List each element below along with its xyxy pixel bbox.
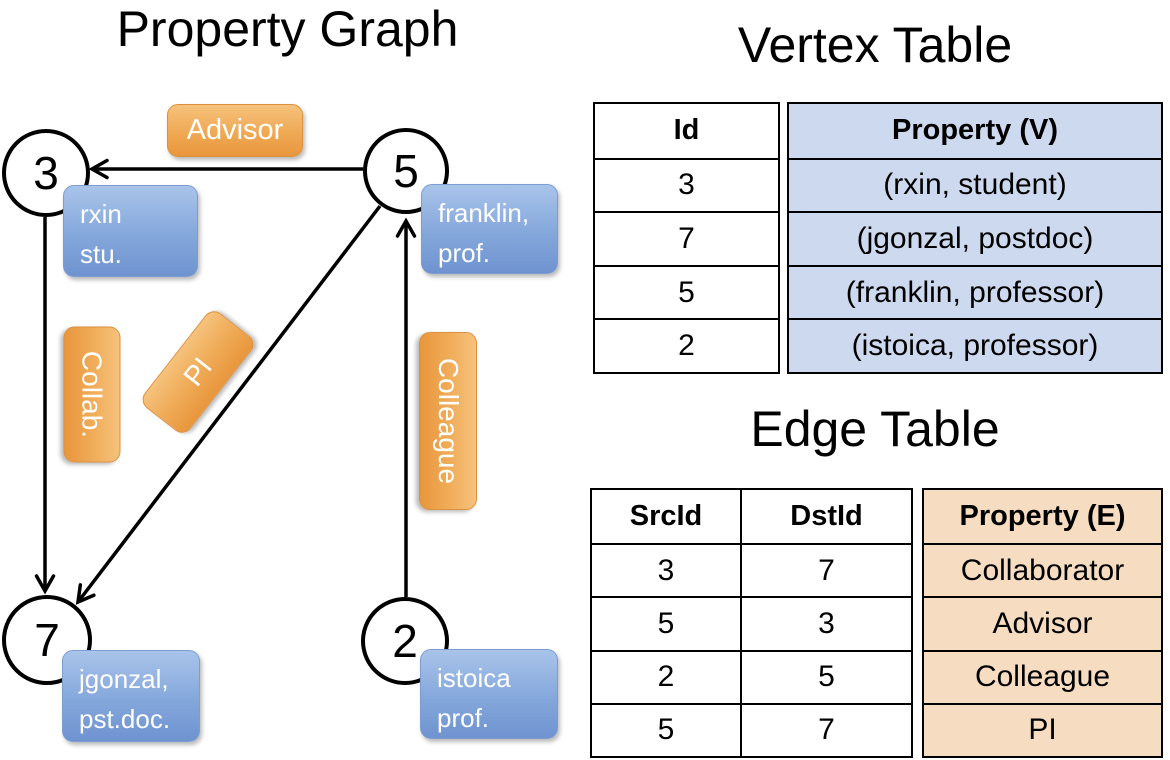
vertex-table-cell: (franklin, professor)	[789, 264, 1161, 319]
edge-table-cell: 5	[592, 702, 740, 756]
edge-label-advisor: Advisor	[167, 104, 303, 157]
edge-table-title: Edge Table	[750, 401, 1000, 457]
vertex-table-header-id: Id	[673, 114, 700, 147]
vertex-table-cell: 3	[595, 157, 778, 212]
graph-edges-svg	[34, 158, 417, 605]
edge-table-cell: 7	[742, 702, 911, 756]
edge-table-srcid-column: SrcId 3 5 2 5	[590, 488, 740, 758]
node-5-id: 5	[393, 145, 419, 197]
edge-label-colleague: Colleague	[419, 332, 477, 510]
vertex-label-jgonzal: jgonzal, pst.doc.	[62, 650, 200, 742]
vertex-label-jgonzal-line1: jgonzal,	[79, 664, 169, 694]
node-7-id: 7	[34, 614, 60, 666]
node-2-id: 2	[392, 615, 418, 667]
vertex-label-franklin-line2: prof.	[438, 238, 491, 269]
vertex-table-cell: 7	[595, 211, 778, 265]
vertex-table-cell: (jgonzal, postdoc)	[789, 211, 1161, 265]
edge-table-header-srcid: SrcId	[629, 500, 703, 533]
edge-table-cell: 2	[592, 649, 740, 703]
vertex-table-cell: 2	[595, 318, 778, 372]
node-3-id: 3	[33, 147, 59, 199]
vertex-table-cell: 5	[595, 264, 778, 319]
edge-table-cell: PI	[924, 702, 1161, 756]
vertex-table-id-column: Id 3 7 5 2	[593, 102, 780, 374]
edge-pi-line-5-to-7	[75, 204, 382, 605]
edge-table-cell: Advisor	[924, 596, 1161, 650]
edge-table-cell: Collaborator	[924, 543, 1161, 597]
edge-table-dstid-column: DstId 7 3 5 7	[740, 488, 913, 758]
edge-label-colleague-text: Colleague	[433, 357, 464, 485]
edge-table-cell: 5	[742, 649, 911, 703]
edge-table-property-column: Property (E) Collaborator Advisor Collea…	[922, 488, 1163, 758]
edge-label-collab: Collab.	[63, 326, 121, 463]
edge-label-pi-text: PI	[177, 351, 218, 392]
edge-table-header-dstid: DstId	[790, 500, 863, 533]
vertex-table-property-column: Property (V) (rxin, student) (jgonzal, p…	[787, 102, 1163, 374]
edge-table-cell: Colleague	[924, 649, 1161, 703]
vertex-label-rxin: rxin stu.	[63, 185, 198, 277]
vertex-label-franklin-line1: franklin,	[438, 198, 530, 228]
edge-table-cell: 5	[592, 596, 740, 649]
vertex-label-franklin: franklin, prof.	[421, 184, 558, 274]
vertex-table-cell: (istoica, professor)	[789, 318, 1161, 372]
edge-table-cell: 7	[742, 543, 911, 596]
edge-label-advisor-text: Advisor	[186, 114, 284, 146]
vertex-label-istoica-line2: prof.	[437, 703, 490, 734]
vertex-table-header-property: Property (V)	[789, 104, 1161, 158]
graph-node-5: 5	[363, 128, 449, 214]
edge-label-collab-text: Collab.	[77, 350, 108, 439]
edge-table-cell: 3	[742, 596, 911, 649]
vertex-label-jgonzal-line2: pst.doc.	[79, 704, 171, 735]
edge-table-cell: 3	[592, 543, 740, 596]
vertex-table-title: Vertex Table	[737, 17, 1013, 73]
vertex-label-istoica: istoica prof.	[420, 649, 558, 739]
property-graph-title: Property Graph	[116, 1, 459, 57]
vertex-label-rxin-line1: rxin	[80, 199, 122, 229]
vertex-label-istoica-line1: istoica	[437, 663, 511, 693]
vertex-table-cell: (rxin, student)	[789, 157, 1161, 212]
edge-table-header-property: Property (E)	[924, 490, 1161, 544]
graph-node-2: 2	[361, 597, 449, 685]
vertex-label-rxin-line2: stu.	[80, 239, 122, 270]
